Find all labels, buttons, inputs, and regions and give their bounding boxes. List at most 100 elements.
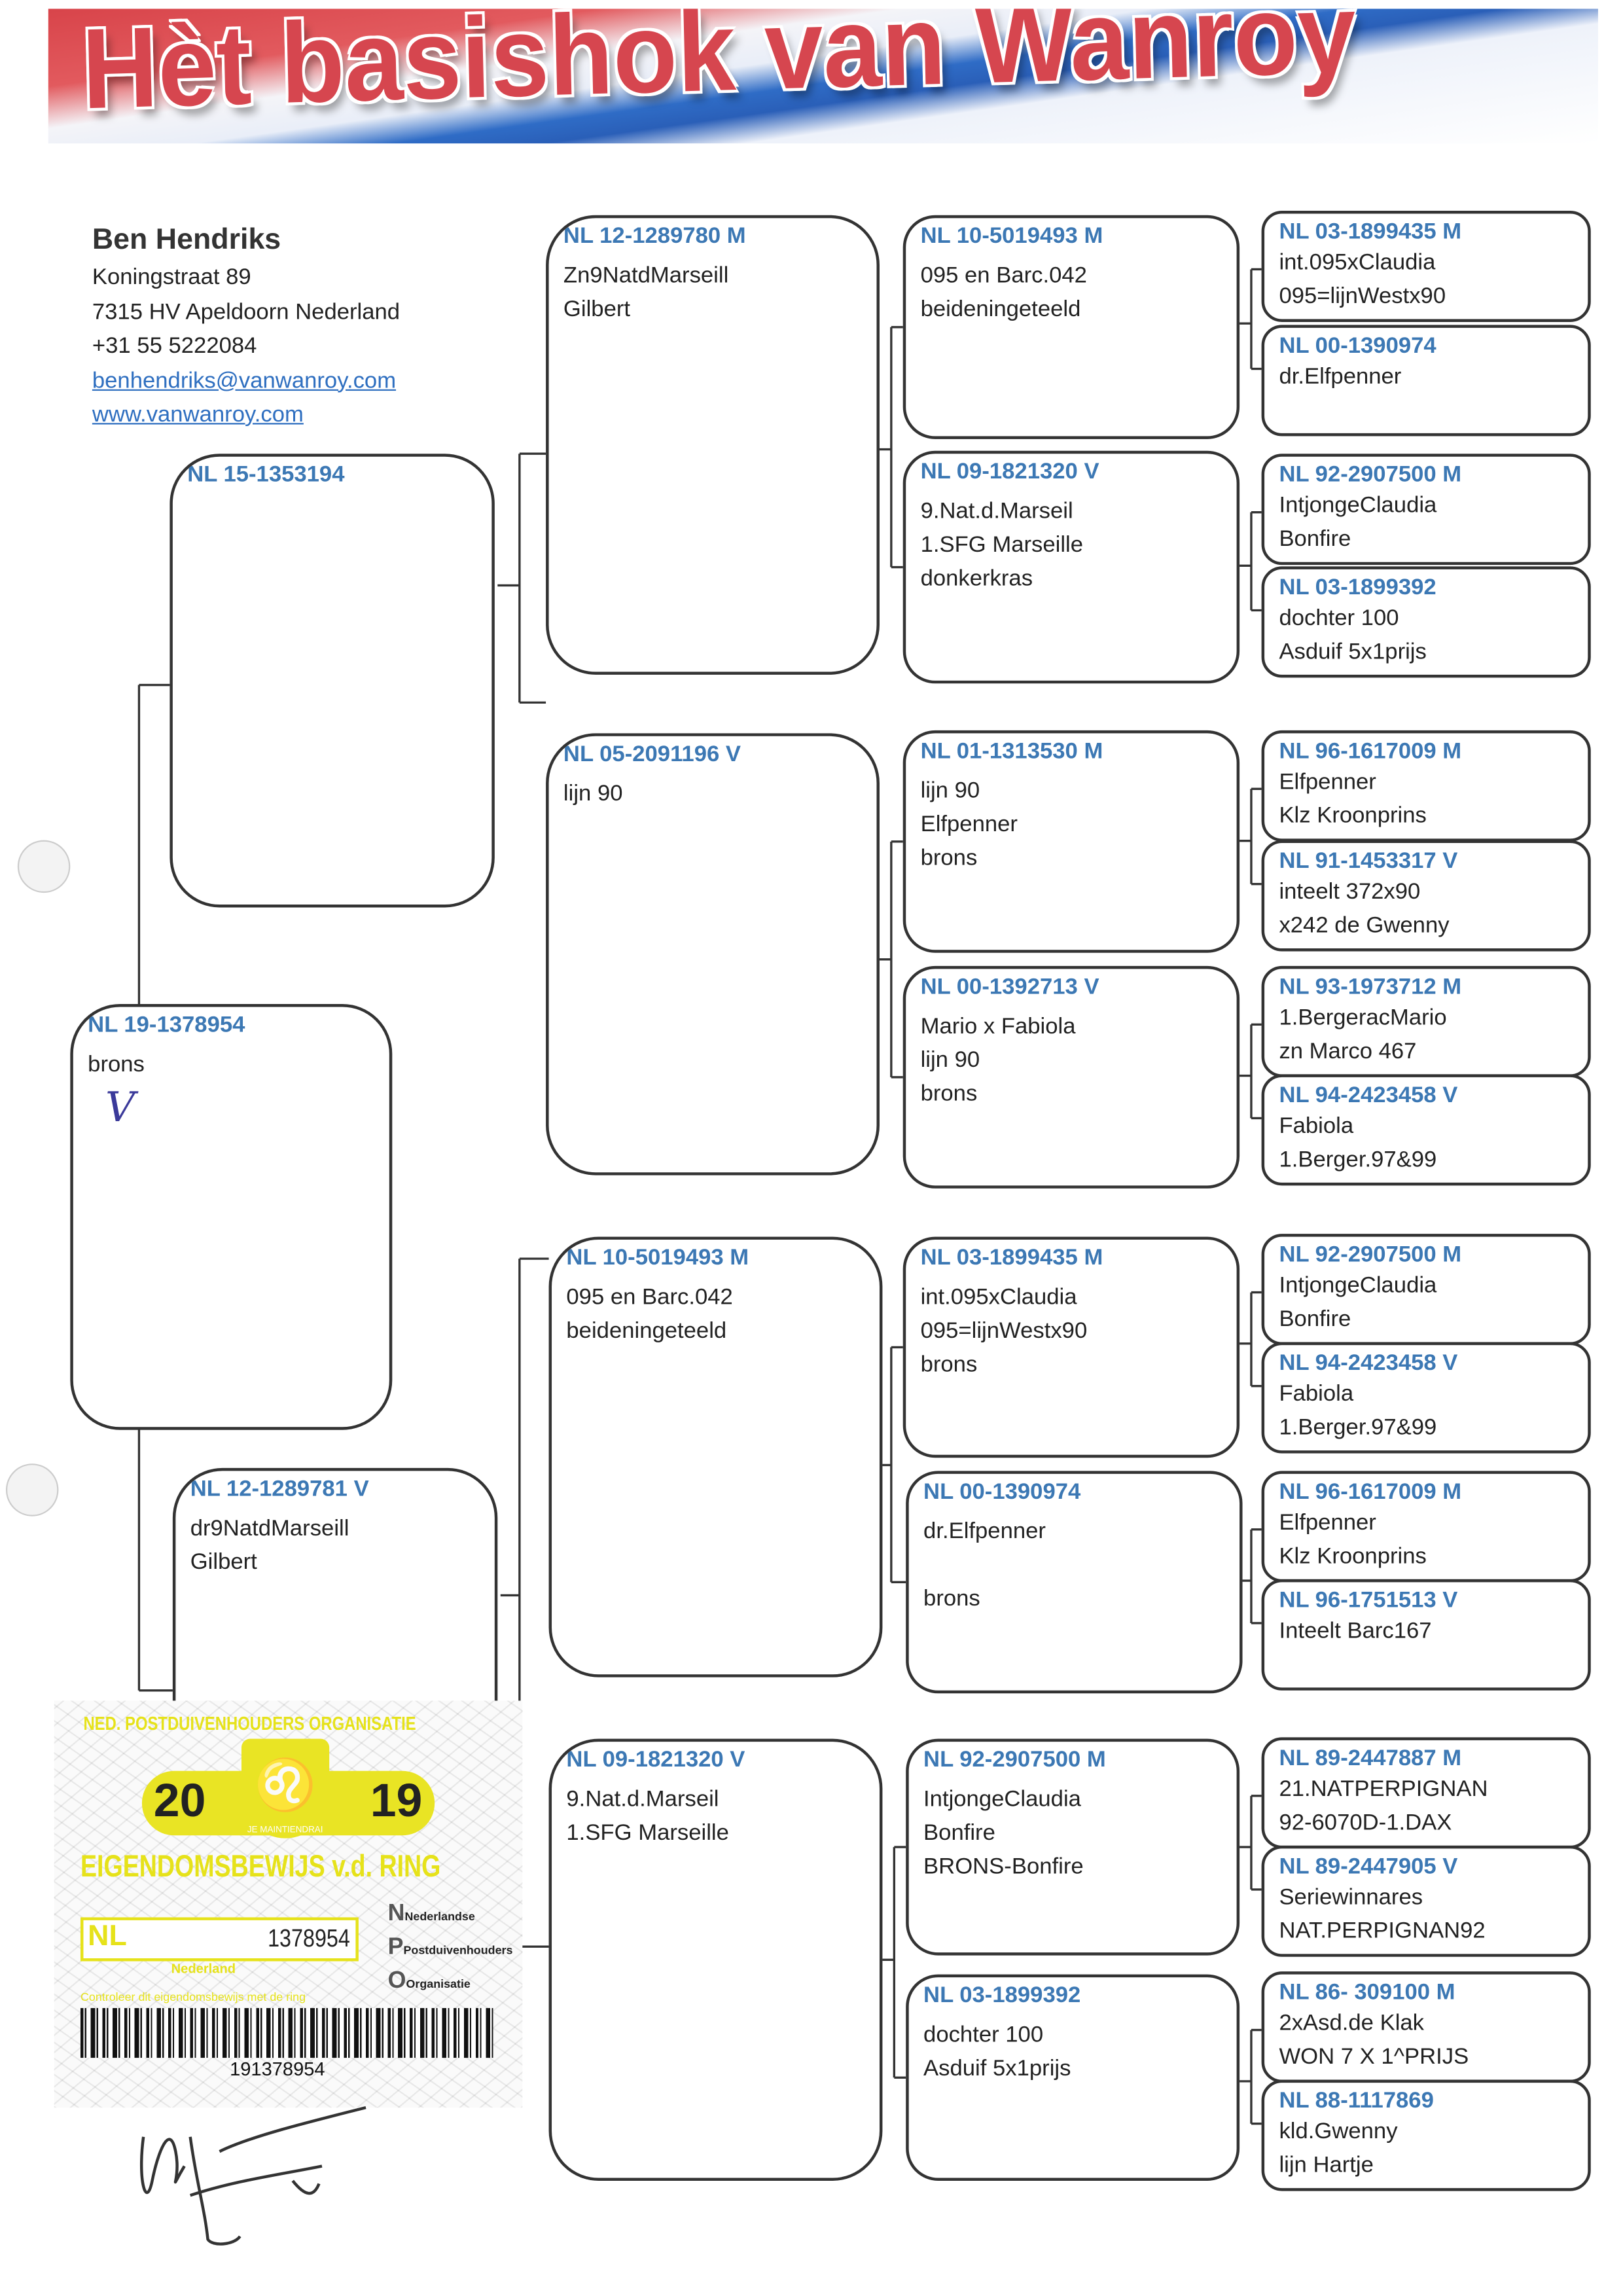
pigeon-note: Inteelt Barc167 bbox=[1279, 1619, 1432, 1644]
spacer bbox=[909, 1774, 1237, 1782]
ring-number: NL 86- 309100 M bbox=[1279, 1980, 1455, 2005]
ring-number: NL 03-1899392 bbox=[1279, 575, 1436, 600]
punch-hole bbox=[17, 840, 71, 893]
pigeon-note: Asduif 5x1prijs bbox=[923, 2056, 1071, 2081]
punch-hole bbox=[5, 1463, 59, 1516]
card-organisation: NED. POSTDUIVENHOUDERS ORGANISATIE bbox=[83, 1712, 416, 1734]
ring-number: NL 96-1617009 M bbox=[1279, 1479, 1462, 1505]
pigeon-note: 095=lijnWestx90 bbox=[1279, 283, 1446, 309]
owner-email-link[interactable]: benhendriks@vanwanroy.com bbox=[92, 368, 397, 393]
card-motto: JE MAINTIENDRAI bbox=[244, 1826, 326, 1836]
handwritten-mark: V bbox=[105, 1083, 135, 1132]
ring-number: NL 09-1821320 V bbox=[920, 459, 1099, 485]
spacer bbox=[552, 1272, 880, 1280]
barcode-number: 191378954 bbox=[230, 2058, 325, 2080]
owner-website-link[interactable]: www.vanwanroy.com bbox=[92, 402, 304, 427]
pigeon-note: brons bbox=[920, 1352, 978, 1378]
ring-number: NL 88-1117869 bbox=[1279, 2089, 1434, 2114]
pigeon-note: beideningeteeld bbox=[920, 296, 1081, 322]
spacer bbox=[906, 1272, 1236, 1280]
spacer bbox=[549, 768, 877, 777]
ownership-card: NED. POSTDUIVENHOUDERS ORGANISATIE ♌ JE … bbox=[54, 1700, 523, 2108]
pigeon-note: 095 en Barc.042 bbox=[920, 263, 1087, 289]
ring-number: NL 89-2447887 M bbox=[1279, 1746, 1462, 1771]
pigeon-note: Gilbert bbox=[563, 296, 631, 322]
gen4-ancestor-box: NL 03-1899435 M int.095xClaudia 095=lijnWe… bbox=[902, 1236, 1240, 1458]
npo-line: Organisatie bbox=[406, 1977, 471, 1991]
pigeon-note: brons bbox=[920, 1081, 978, 1107]
pigeon-note: IntjongeClaudia bbox=[1279, 1273, 1437, 1299]
pigeon-note: 095=lijnWestx90 bbox=[920, 1318, 1088, 1344]
ring-number: NL 89-2447905 V bbox=[1279, 1854, 1458, 1880]
pigeon-note: NAT.PERPIGNAN92 bbox=[1279, 1918, 1486, 1944]
ring-number: NL 09-1821320 V bbox=[566, 1748, 745, 1773]
card-ring-number: 1378954 bbox=[267, 1924, 350, 1953]
pigeon-note: Bonfire bbox=[1279, 1306, 1351, 1332]
owner-name: Ben Hendriks bbox=[92, 224, 281, 257]
ring-number: NL 10-5019493 M bbox=[920, 224, 1103, 249]
spacer bbox=[906, 486, 1236, 494]
pigeon-note: dochter 100 bbox=[923, 2022, 1044, 2048]
card-country-name: Nederland bbox=[171, 1961, 236, 1976]
ring-number: NL 15-1353194 bbox=[187, 462, 345, 488]
pigeon-note: 095 en Barc.042 bbox=[566, 1285, 733, 1310]
spacer bbox=[173, 489, 491, 497]
card-title: EIGENDOMSBEWIJS v.d. RING bbox=[80, 1850, 441, 1884]
ring-number: NL 03-1899435 M bbox=[920, 1246, 1103, 1271]
pigeon-note: Mario x Fabiola bbox=[920, 1014, 1076, 1039]
gen4-ancestor-box: NL 10-5019493 M 095 en Barc.042 beideninge… bbox=[902, 215, 1240, 439]
ring-number: NL 93-1973712 M bbox=[1279, 975, 1462, 1000]
pigeon-note: Elfpenner bbox=[1279, 1510, 1376, 1535]
pigeon-note: dochter 100 bbox=[1279, 605, 1399, 631]
ring-number: NL 94-2423458 V bbox=[1279, 1083, 1458, 1108]
ring-number: NL 12-1289780 M bbox=[563, 224, 746, 249]
ring-number: NL 05-2091196 V bbox=[563, 742, 741, 767]
pigeon-note: Bonfire bbox=[923, 1820, 995, 1846]
pigeon-note: brons bbox=[88, 1052, 145, 1077]
pigeon-note: 21.NATPERPIGNAN bbox=[1279, 1776, 1488, 1802]
ring-number: NL 03-1899392 bbox=[923, 1983, 1081, 2009]
pigeon-note: brons bbox=[920, 846, 978, 871]
card-ring-box: NL 1378954 bbox=[80, 1917, 359, 1962]
pigeon-note: 92-6070D-1.DAX bbox=[1279, 1810, 1452, 1836]
pigeon-note: dr.Elfpenner bbox=[923, 1519, 1046, 1545]
pigeon-note: dr9NatdMarseill bbox=[190, 1516, 349, 1541]
spacer bbox=[549, 250, 877, 259]
owner-contact: Ben Hendriks Koningstraat 89 7315 HV Ape… bbox=[92, 219, 400, 432]
pigeon-note: Fabiola bbox=[1279, 1113, 1354, 1139]
pigeon-note: Bonfire bbox=[1279, 527, 1351, 552]
pigeon-note: 1.BergeracMario bbox=[1279, 1005, 1447, 1031]
pigeon-note: IntjongeClaudia bbox=[923, 1787, 1081, 1812]
pigeon-note: int.095xClaudia bbox=[920, 1285, 1077, 1310]
owner-city: 7315 HV Apeldoorn Nederland bbox=[92, 299, 401, 325]
pigeon-note: donkerkras bbox=[920, 566, 1033, 592]
pigeon-note: Elfpenner bbox=[920, 812, 1018, 838]
spacer bbox=[906, 766, 1236, 774]
pigeon-note: lijn 90 bbox=[920, 1048, 980, 1073]
owner-phone: +31 55 5222084 bbox=[92, 333, 257, 359]
pigeon-note: int.095xClaudia bbox=[1279, 250, 1436, 276]
spacer bbox=[175, 1503, 494, 1512]
pigeon-note: 1.Berger.97&99 bbox=[1279, 1415, 1437, 1441]
pigeon-note: Fabiola bbox=[1279, 1381, 1354, 1407]
spacer bbox=[909, 2009, 1237, 2018]
pigeon-note: kld.Gwenny bbox=[1279, 2119, 1398, 2145]
